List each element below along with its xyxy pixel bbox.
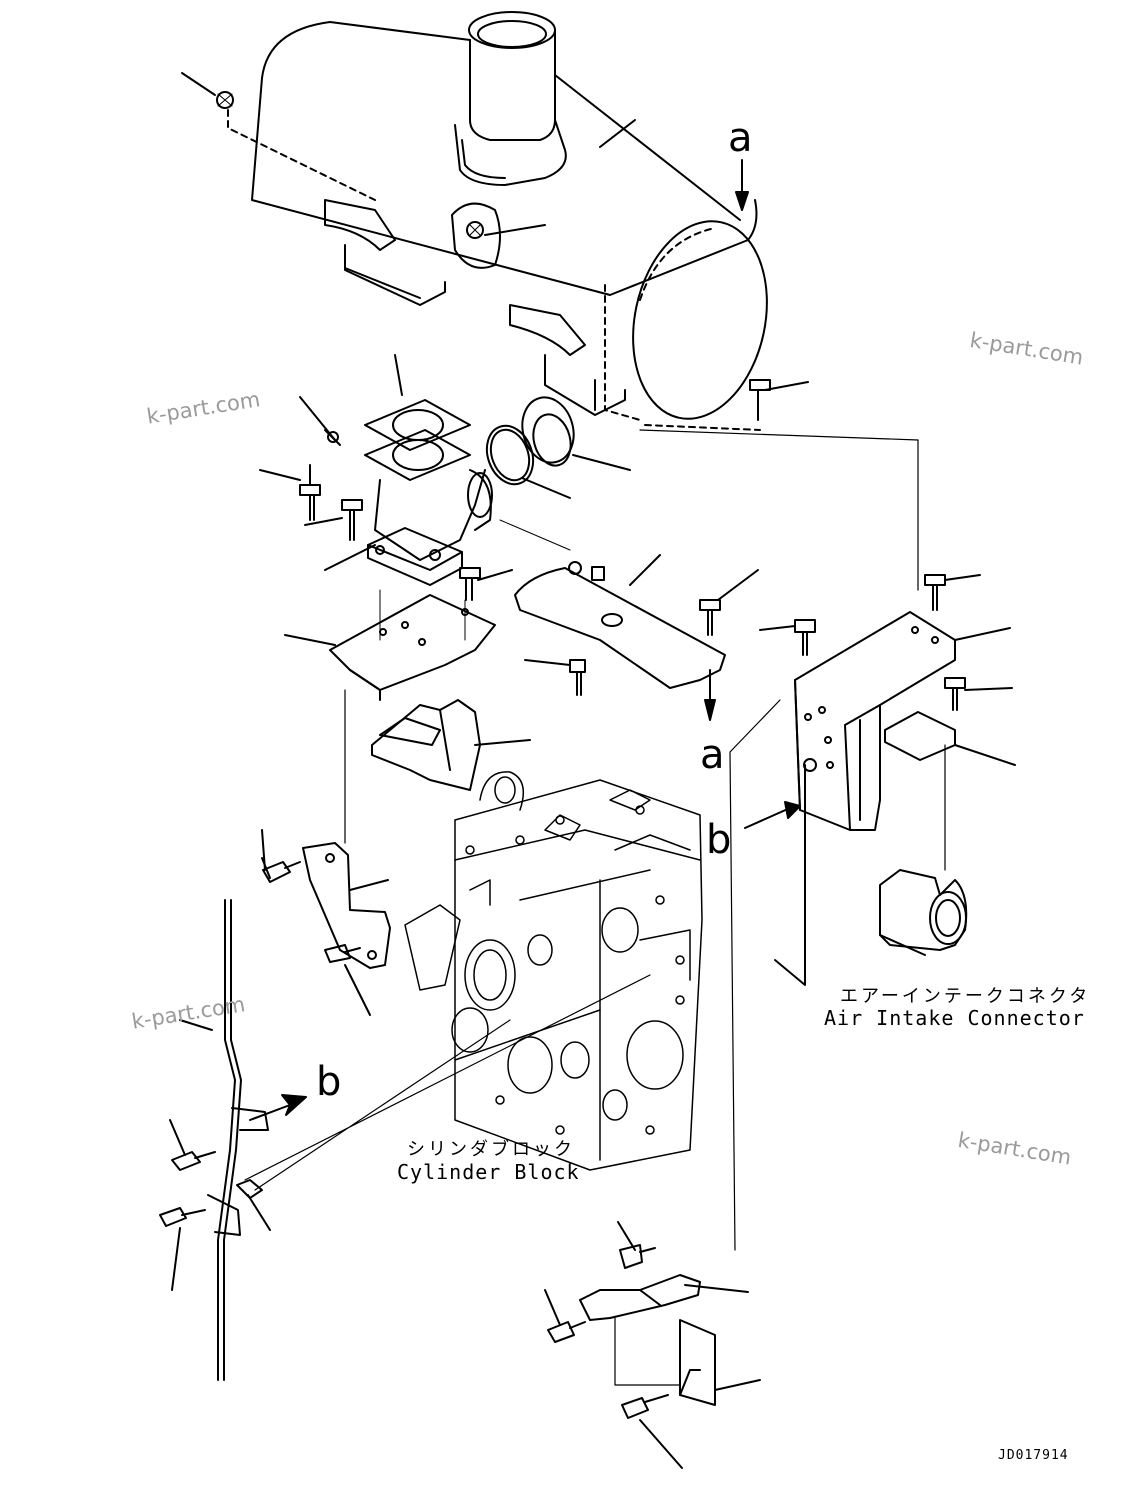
dipstick-guide <box>159 899 651 1381</box>
ref-label-b-right: b <box>706 817 732 863</box>
muffler <box>181 11 809 431</box>
lower-bracket-set <box>544 1221 761 1469</box>
air-intake-connector <box>879 869 968 956</box>
mounting-bracket-plate <box>284 589 496 701</box>
air-intake-label-en: Air Intake Connector <box>824 1006 1085 1030</box>
reference-arrows <box>735 159 801 829</box>
drawing-code: JD017914 <box>998 1448 1069 1463</box>
air-intake-bracket <box>639 429 1016 1251</box>
cylinder-block <box>404 771 703 1171</box>
cylinder-block-label-jp: シリンダブロック <box>407 1139 575 1160</box>
heat-shield-plate <box>499 519 759 721</box>
gasket-ring <box>485 396 631 499</box>
side-bracket <box>261 689 391 1016</box>
ref-label-a-bottom: a <box>700 732 725 778</box>
ref-label-a-top: a <box>728 115 753 161</box>
ref-label-b-left: b <box>316 1059 342 1105</box>
air-intake-label-jp: エアーインテークコネクタ <box>840 986 1091 1007</box>
bolt-set-left <box>259 464 513 601</box>
bracket-bolts <box>759 574 1013 711</box>
cylinder-block-label-en: Cylinder Block <box>397 1160 580 1184</box>
exhaust-elbow <box>299 354 493 586</box>
muffler-support-bracket <box>371 699 531 791</box>
